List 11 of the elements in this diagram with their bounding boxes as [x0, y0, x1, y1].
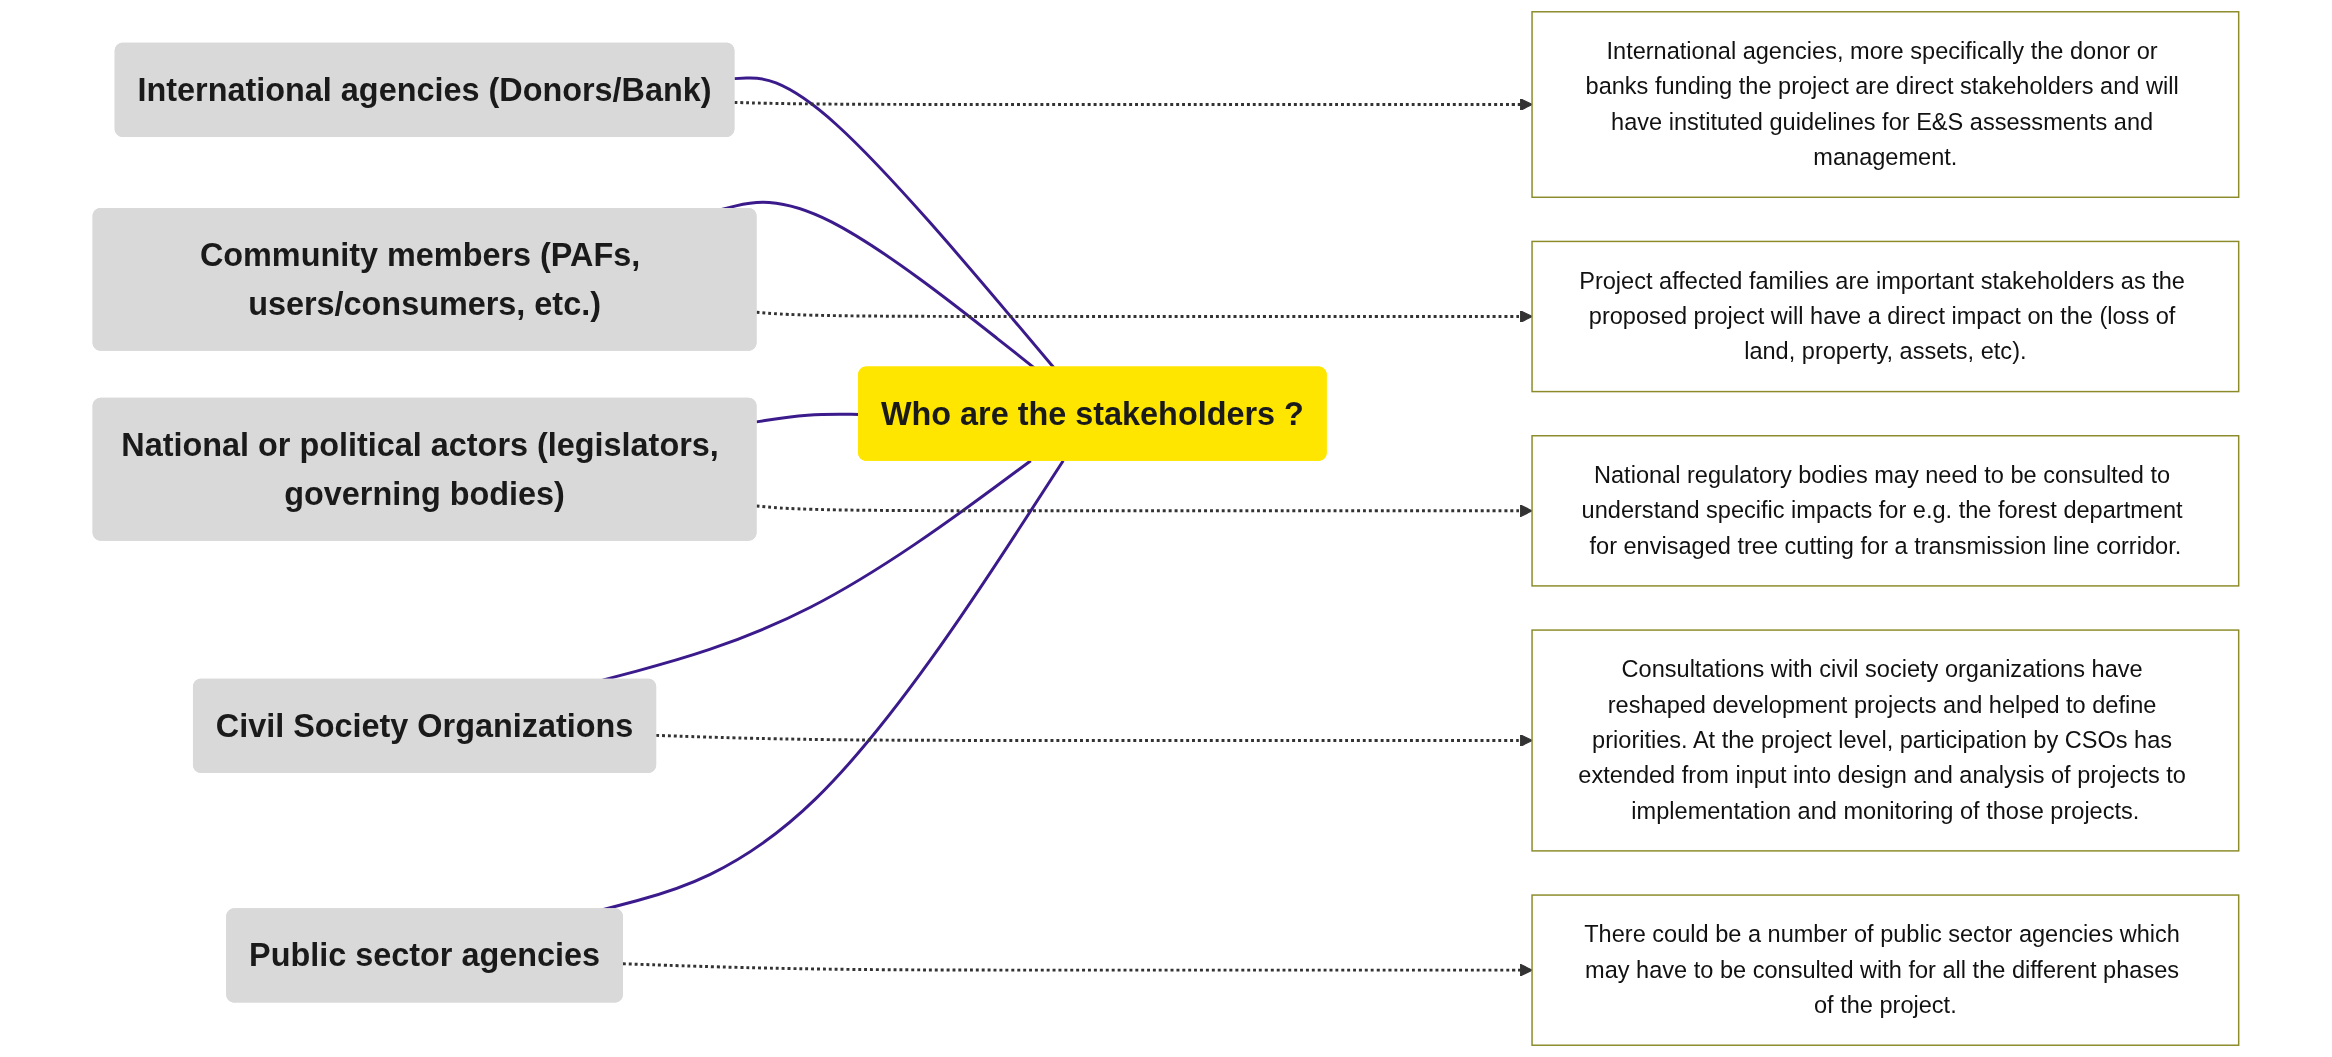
- arrow: [756, 504, 1533, 518]
- node-box: International agencies, more specifically the donor or banks funding the project are direct stakeholders and will have instituted guidelines for E&S assessments and management.: [1531, 11, 2240, 198]
- arrow: [756, 310, 1533, 323]
- connector: [734, 76, 1056, 369]
- arrow: [622, 962, 1533, 977]
- arrow: [656, 733, 1533, 747]
- node-box: National regulatory bodies may need to be consulted to understand specific impacts for e.g. the forest department for envisaged tree cutting for a transmission line corridor.: [1531, 435, 2240, 587]
- node-box: There could be a number of public sector agencies which may have to be consulted with for all the different phases of the project.: [1531, 894, 2240, 1046]
- arrow: [734, 98, 1533, 111]
- node-box: Consultations with civil society organizations have reshaped development projects and helped to define priorities. At the project level, participation by CSOs has extended from input into design and analysis of projects to implementation and monitoring of those projects.: [1531, 629, 2240, 852]
- node-box: Project affected families are important stakeholders as the proposed project will have a direct impact on the (loss of land, property, assets, etc).: [1531, 240, 2240, 393]
